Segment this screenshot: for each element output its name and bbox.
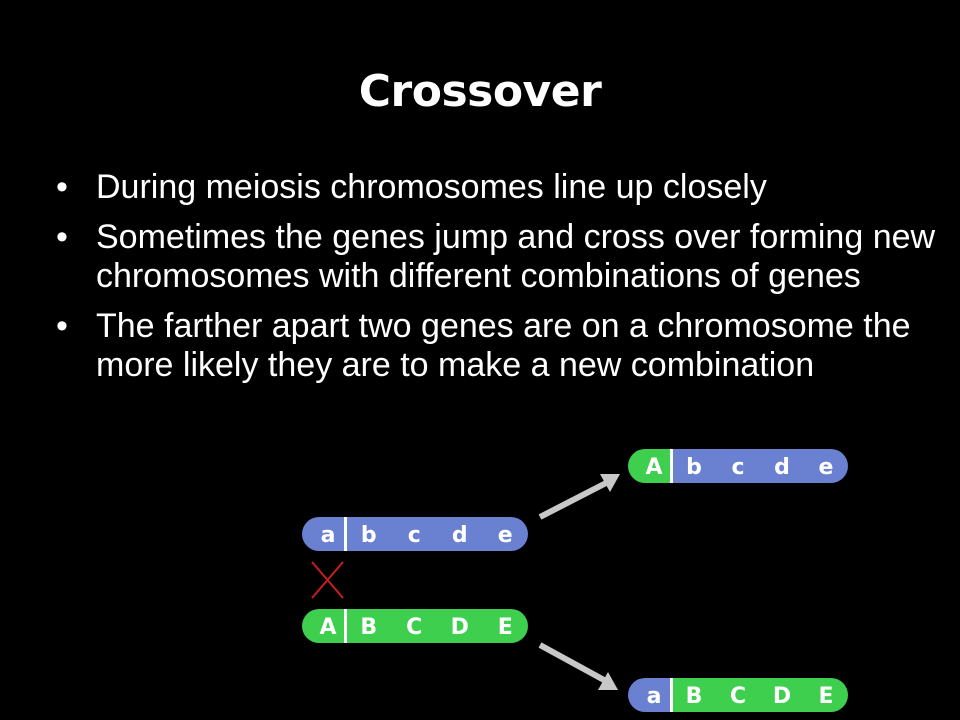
gene-label: B — [360, 615, 377, 640]
arrow-up-right-icon — [538, 479, 610, 520]
gene-segment — [804, 449, 848, 483]
arrow-down-right-head-icon — [598, 672, 618, 690]
gene-segment — [716, 678, 761, 712]
gene-segment — [482, 609, 528, 643]
crossover-x-icon — [311, 561, 344, 599]
gene-segment — [391, 609, 438, 643]
arrow-up-right-head-icon — [600, 474, 620, 492]
gene-segment — [346, 609, 392, 643]
gene-segment — [760, 678, 805, 712]
bullet-text: During meiosis chromosomes line up close… — [96, 168, 767, 206]
gene-segment — [346, 517, 392, 551]
gene-label: D — [773, 684, 791, 709]
gene-label: C — [406, 615, 422, 640]
gene-segment — [804, 678, 848, 712]
gene-label: a — [647, 684, 662, 709]
gene-segment — [302, 609, 347, 643]
gene-label: e — [819, 455, 834, 480]
gene-segment — [628, 678, 673, 712]
arrow-down-right-icon — [538, 642, 606, 683]
gene-segment — [672, 449, 717, 483]
gene-label: E — [498, 615, 513, 640]
bullet-list: • During meiosis chromosomes line up clo… — [56, 168, 946, 396]
gene-label: b — [361, 523, 377, 548]
centromere-divider — [670, 449, 673, 483]
gene-label: B — [686, 684, 703, 709]
gene-label: A — [645, 455, 662, 480]
gene-label: d — [774, 455, 790, 480]
gene-label: c — [408, 523, 421, 548]
gene-segment — [302, 517, 347, 551]
gene-label: E — [818, 684, 833, 709]
gene-label: A — [319, 615, 336, 640]
gene-label: D — [451, 615, 469, 640]
bullet-item: • During meiosis chromosomes line up clo… — [56, 168, 946, 207]
gene-segment — [672, 678, 717, 712]
gene-segment — [760, 449, 805, 483]
slide-title: Crossover — [358, 66, 602, 117]
bullet-dot-icon: • — [56, 307, 68, 345]
bullet-item: • Sometimes the genes jump and cross ove… — [56, 218, 946, 296]
gene-label: d — [452, 523, 468, 548]
bullet-text: Sometimes the genes jump and cross over … — [96, 218, 936, 295]
gene-segment — [716, 449, 761, 483]
gene-segment — [437, 517, 483, 551]
centromere-divider — [344, 517, 347, 551]
gene-segment — [437, 609, 483, 643]
gene-segment — [482, 517, 528, 551]
centromere-divider — [344, 609, 347, 643]
bullet-text: The farther apart two genes are on a chr… — [96, 307, 911, 384]
centromere-divider — [670, 678, 673, 712]
gene-label: e — [498, 523, 513, 548]
bullet-dot-icon: • — [56, 218, 68, 256]
bullet-item: • The farther apart two genes are on a c… — [56, 307, 946, 385]
gene-label: b — [686, 455, 702, 480]
gene-label: a — [321, 523, 336, 548]
gene-segment — [391, 517, 438, 551]
gene-segment — [628, 449, 673, 483]
bullet-dot-icon: • — [56, 168, 68, 206]
gene-label: c — [731, 455, 744, 480]
gene-label: C — [730, 684, 746, 709]
